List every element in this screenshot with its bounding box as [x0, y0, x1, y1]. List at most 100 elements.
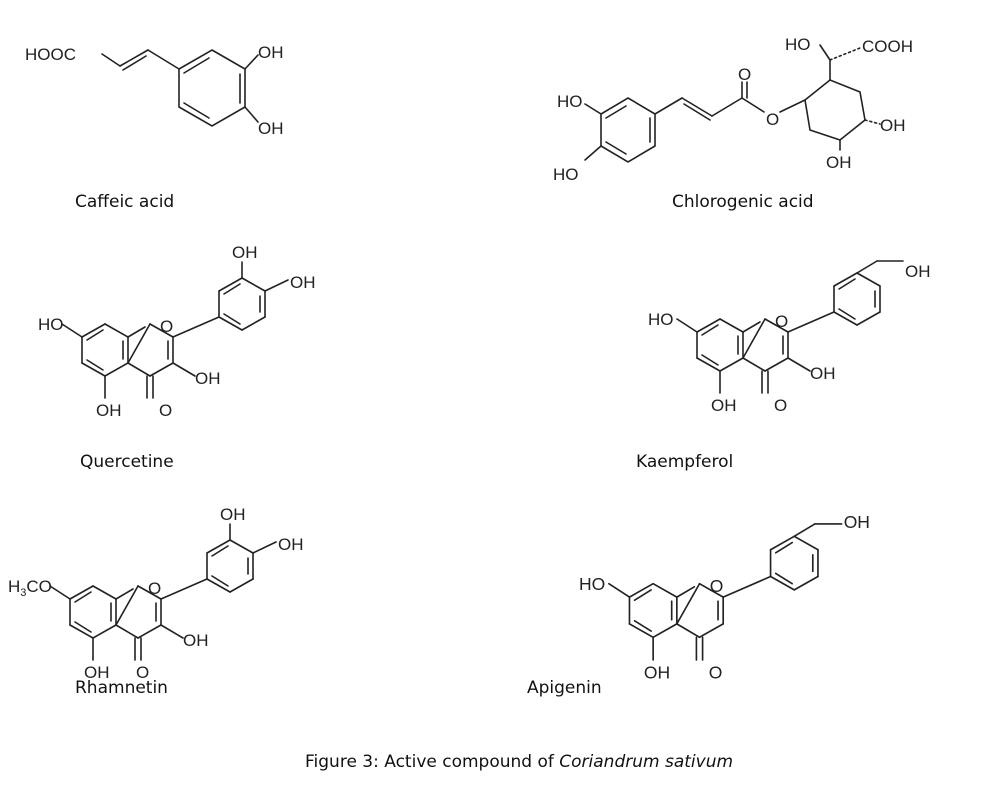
- bond: [696, 357, 721, 372]
- bond: [608, 582, 631, 598]
- atom-label: OH: [810, 364, 836, 383]
- bond: [764, 318, 789, 333]
- caption-apigenin: Apigenin: [527, 678, 602, 698]
- bond: [676, 585, 696, 598]
- bond: [149, 323, 174, 338]
- atom-label: OH: [258, 119, 284, 138]
- bond: [769, 575, 796, 591]
- quercetine-structure: HO O OH OH OH O OH: [38, 243, 316, 420]
- caption-quercetine: Quercetine: [80, 452, 174, 472]
- chlorogenic-acid-structure: HO COOH O HO HO O OH OH: [553, 35, 913, 184]
- atom-label: HO: [553, 165, 579, 184]
- atom-label: OH: [290, 273, 316, 292]
- bond: [774, 541, 794, 554]
- bond: [211, 575, 229, 587]
- bond: [252, 541, 277, 554]
- bond: [241, 316, 266, 331]
- caption-rhamnetin: Rhamnetin: [75, 678, 168, 698]
- bond: [92, 585, 117, 600]
- bond: [160, 578, 208, 600]
- bond: [676, 318, 698, 333]
- bond: [218, 316, 243, 331]
- bond: [856, 260, 878, 274]
- bond: [722, 575, 772, 598]
- kaempferol-structure: HO O OH OH O OH: [648, 260, 931, 415]
- bond: [838, 278, 856, 290]
- atom-label: HO: [785, 35, 811, 54]
- bond: [69, 585, 94, 600]
- atom-label: O: [148, 579, 161, 598]
- bond: [241, 277, 266, 292]
- atom-label: HOOC: [25, 45, 76, 64]
- bond: [633, 589, 652, 602]
- bond: [838, 308, 856, 320]
- atom-label: HO: [557, 92, 583, 111]
- bond: [833, 311, 858, 326]
- bond: [742, 318, 766, 359]
- bond: [633, 619, 652, 632]
- bond: [115, 624, 139, 639]
- bond: [787, 357, 811, 372]
- bond: [81, 362, 106, 377]
- bond: [86, 329, 104, 341]
- bond: [74, 591, 92, 603]
- atom-label: H3CO: [8, 577, 52, 599]
- atom-label: COOH: [862, 37, 913, 56]
- atom-label: OH: [826, 153, 852, 172]
- atom-label: OH: [711, 396, 737, 415]
- bond: [49, 585, 71, 600]
- bond: [223, 313, 241, 325]
- figure-caption: Figure 3: Active compound of Coriandrum …: [305, 752, 733, 772]
- bond: [127, 326, 146, 338]
- atom-label: O: [775, 312, 788, 331]
- bond: [104, 362, 129, 377]
- atom-label: OH: [232, 243, 258, 262]
- atom-label: O: [766, 110, 779, 129]
- bond: [81, 323, 106, 338]
- bond: [676, 623, 701, 639]
- bond: [742, 321, 761, 333]
- atom-label: O: [159, 401, 172, 420]
- caption-kaempferol: Kaempferol: [636, 452, 734, 472]
- bond: [74, 621, 92, 633]
- bond: [628, 623, 654, 639]
- atom-label: HO: [648, 310, 674, 329]
- bond: [833, 272, 858, 287]
- atom-label: OH: [844, 512, 870, 532]
- bond: [701, 324, 719, 336]
- bond: [764, 357, 789, 372]
- bond: [86, 359, 104, 371]
- bond: [61, 323, 83, 338]
- bond: [652, 582, 678, 598]
- atom-label: OH: [96, 401, 122, 420]
- bond: [211, 545, 229, 557]
- bond: [206, 539, 231, 554]
- rhamnetin-structure: H3CO O OH OH OH O OH: [8, 505, 304, 682]
- bond: [793, 535, 819, 551]
- bond: [769, 535, 796, 551]
- atom-label: O: [160, 317, 173, 336]
- atom-label: O: [738, 65, 751, 84]
- bond: [229, 539, 254, 554]
- bond: [172, 316, 220, 338]
- atom-label: OH: [195, 369, 221, 388]
- bond: [856, 272, 881, 287]
- caffeic-acid-structure: HOOC OH OH: [25, 43, 284, 138]
- atom-label: OH: [278, 535, 304, 554]
- atom-label: O: [709, 662, 723, 682]
- bond: [698, 582, 725, 598]
- bond: [115, 585, 139, 626]
- atom-label: HO: [38, 315, 64, 334]
- bond: [698, 623, 725, 639]
- bond: [160, 624, 184, 639]
- atom-label: HO: [579, 574, 605, 594]
- bond: [223, 283, 241, 295]
- atom-label: OH: [258, 43, 284, 62]
- bond: [676, 582, 701, 625]
- caption-caffeic-acid: Caffeic acid: [75, 192, 175, 212]
- bond: [137, 624, 162, 639]
- bond: [137, 585, 162, 600]
- bond: [69, 624, 94, 639]
